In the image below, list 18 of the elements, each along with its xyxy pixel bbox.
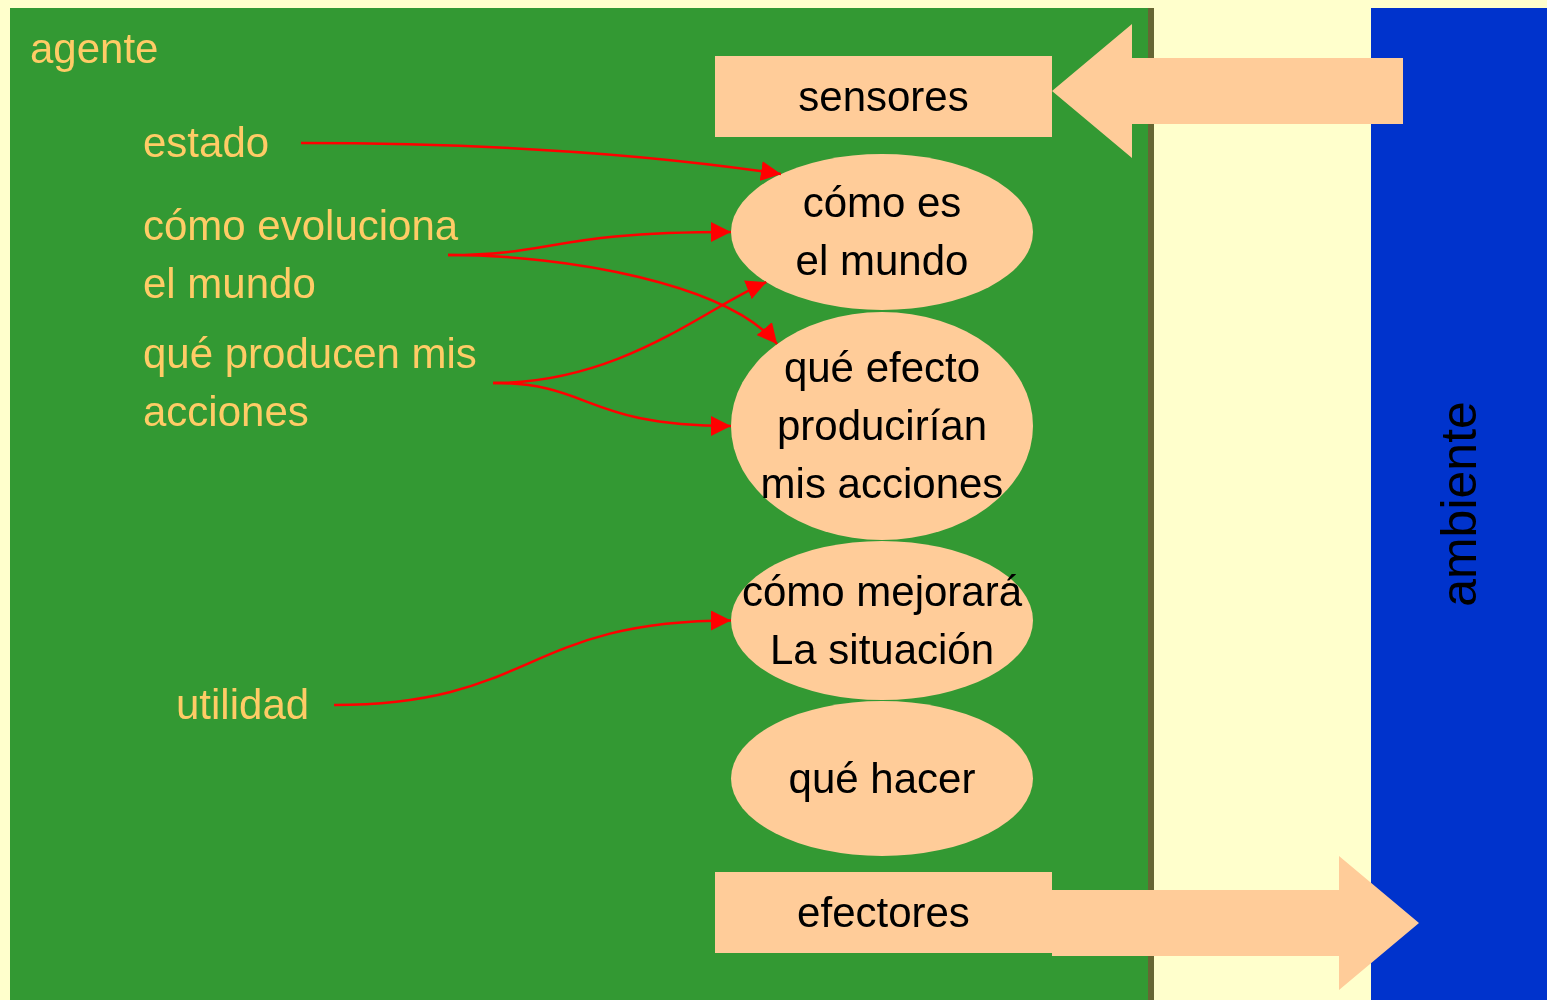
component-box: efectores [715, 872, 1052, 953]
component-box: sensores [715, 56, 1052, 137]
band-title: ambiente [1430, 401, 1488, 607]
environment-band [1371, 8, 1547, 1000]
arrow [333, 611, 732, 707]
arrow [447, 253, 778, 345]
process-ellipse: qué hacer [731, 701, 1033, 856]
knowledge-label: utilidad [176, 676, 344, 734]
knowledge-label: qué producen mis acciones [143, 325, 523, 441]
process-ellipse: cómo mejorará La situación [731, 541, 1033, 700]
block-arrow [1052, 24, 1403, 158]
process-ellipse: qué efecto producirían mis acciones [731, 312, 1033, 540]
arrow [301, 141, 782, 182]
process-ellipse: cómo es el mundo [731, 154, 1033, 310]
arrow [492, 381, 732, 436]
panel-title: agente [30, 24, 159, 74]
knowledge-label: estado [143, 114, 303, 172]
block-arrow [1052, 856, 1419, 990]
